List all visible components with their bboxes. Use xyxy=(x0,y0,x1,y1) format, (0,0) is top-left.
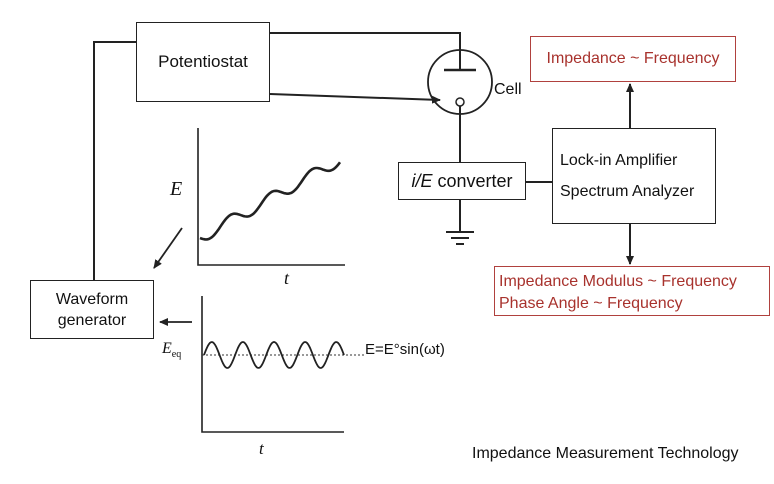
sine-waveform xyxy=(203,341,345,369)
wire-potentiostat-to-cell-bottom xyxy=(269,93,441,104)
potentiostat-box: Potentiostat xyxy=(136,22,270,102)
ramp-plot-axes xyxy=(197,128,345,266)
sine-x-label: t xyxy=(259,439,264,458)
waveform-generator-box: Waveform generator xyxy=(30,280,154,339)
ie-converter-box: i/E converter xyxy=(398,162,526,200)
diagram-caption: Impedance Measurement Technology xyxy=(472,445,739,462)
ramp-waveform xyxy=(199,161,342,241)
lockin-label: Lock-in Amplifier xyxy=(560,152,678,169)
cell-electrode-bottom xyxy=(455,97,465,107)
sine-y-label: Eeq xyxy=(162,340,182,361)
waveform-label-line1: Waveform xyxy=(55,290,129,308)
lockin-amplifier-box: Lock-in Amplifier Spectrum Analyzer xyxy=(552,128,716,224)
ramp-y-label: E xyxy=(170,178,183,200)
waveform-label-line2: generator xyxy=(57,311,127,329)
ie-converter-label: i/E converter xyxy=(411,170,513,191)
wire-potentiostat-to-cell-top xyxy=(270,32,461,56)
output-impedance-frequency-text: Impedance ~ Frequency xyxy=(546,50,720,67)
sine-formula: E=E°sin(ωt) xyxy=(365,341,445,358)
output-phase-text: Phase Angle ~ Frequency xyxy=(499,295,683,312)
output-modulus-text: Impedance Modulus ~ Frequency xyxy=(499,273,737,290)
potentiostat-label: Potentiostat xyxy=(158,52,248,71)
spectrum-analyzer-label: Spectrum Analyzer xyxy=(560,183,695,200)
arrow-ramp-to-waveform xyxy=(153,227,183,269)
output-impedance-frequency: Impedance ~ Frequency xyxy=(530,36,736,82)
sine-plot-axes xyxy=(201,296,344,433)
cell-label: Cell xyxy=(494,81,522,98)
wire-potentiostat-to-waveform xyxy=(93,41,136,280)
ramp-x-label: t xyxy=(284,268,290,288)
ground-icon xyxy=(446,231,474,245)
output-modulus-phase: Impedance Modulus ~ Frequency Phase Angl… xyxy=(494,266,770,316)
